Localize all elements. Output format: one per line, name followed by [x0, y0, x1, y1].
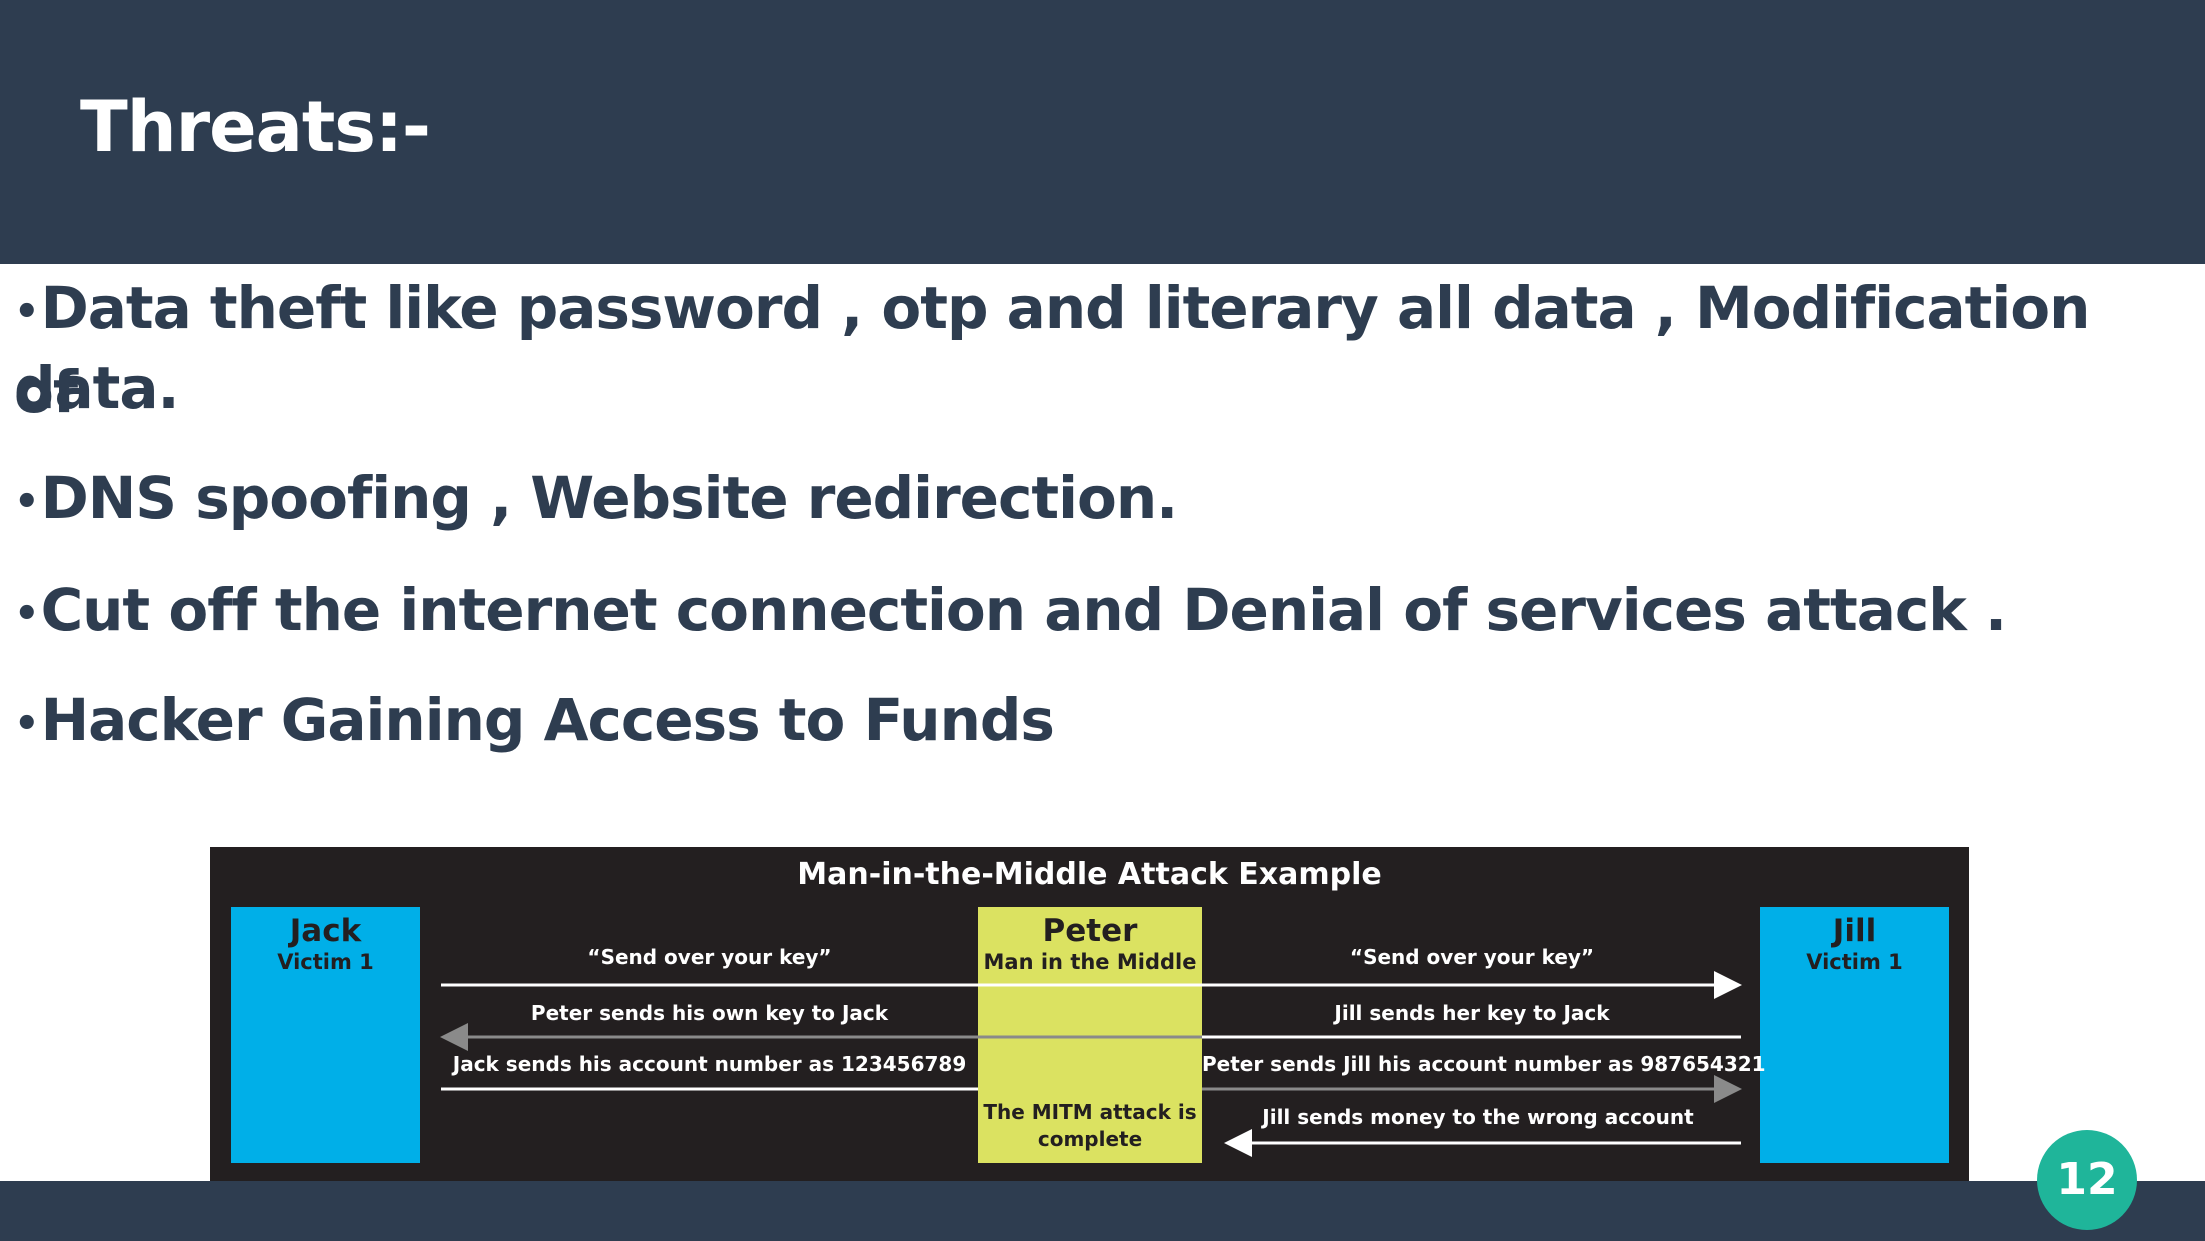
bullet-marker: •: [14, 700, 40, 747]
arrow-layer: [440, 971, 1742, 1157]
slide-title: Threats:-: [80, 86, 431, 168]
msg-peter-own-key: Peter sends his own key to Jack: [530, 1001, 889, 1025]
bullet-text: Data theft like password , otp and liter…: [14, 274, 2090, 426]
mitm-diagram: Man-in-the-Middle Attack Example Jack Vi…: [210, 847, 1969, 1181]
jill-victim-box: Jill Victim 1: [1760, 907, 1949, 1163]
peter-name: Peter: [1042, 913, 1138, 949]
arrowhead-left-icon: [440, 1023, 468, 1051]
msg-jack-send-key: “Send over your key”: [587, 945, 832, 969]
msg-peter-send-key: “Send over your key”: [1349, 945, 1595, 969]
msg-jack-account: Jack sends his account number as 1234567…: [452, 1052, 967, 1076]
peter-role: Man in the Middle: [983, 950, 1197, 974]
msg-jill-money: Jill sends money to the wrong account: [1262, 1105, 1694, 1129]
msg-peter-account: Peter sends Jill his account number as 9…: [1202, 1052, 1766, 1076]
bullet-item: •Data theft like password , otp and lite…: [14, 268, 2114, 432]
jack-victim-box: Jack Victim 1: [231, 907, 420, 1163]
msg-jill-key: Jill sends her key to Jack: [1334, 1001, 1610, 1025]
slide-header: Threats:-: [0, 0, 2205, 264]
bullet-text: Hacker Gaining Access to Funds: [40, 686, 1055, 754]
slide-footer: [0, 1181, 2205, 1241]
peter-attacker-box: Peter Man in the Middle The MITM attack …: [978, 907, 1202, 1163]
jack-role: Victim 1: [277, 950, 374, 974]
jack-name: Jack: [289, 913, 362, 949]
arrowhead-left-icon: [1224, 1129, 1252, 1157]
diagram-title: Man-in-the-Middle Attack Example: [797, 857, 1382, 892]
arrowhead-right-icon: [1714, 971, 1742, 999]
bullet-marker: •: [14, 478, 40, 525]
bullet-text: data.: [14, 354, 180, 422]
bullet-marker: •: [14, 590, 40, 637]
bullet-item-continuation: data.: [14, 348, 180, 428]
jill-name: Jill: [1832, 913, 1877, 949]
jill-role: Victim 1: [1806, 950, 1903, 974]
bullet-item: •Hacker Gaining Access to Funds: [14, 680, 1055, 764]
arrowhead-right-icon: [1714, 1075, 1742, 1103]
bullet-text: DNS spoofing , Website redirection.: [40, 464, 1179, 532]
page-number-badge: 12: [2037, 1130, 2137, 1230]
bullet-marker: •: [14, 288, 40, 335]
bullet-item: •Cut off the internet connection and Den…: [14, 570, 2007, 654]
bullet-item: •DNS spoofing , Website redirection.: [14, 458, 1179, 542]
bullet-text: Cut off the internet connection and Deni…: [40, 576, 2007, 644]
mitm-complete-label: The MITM attack is complete: [983, 1100, 1197, 1151]
